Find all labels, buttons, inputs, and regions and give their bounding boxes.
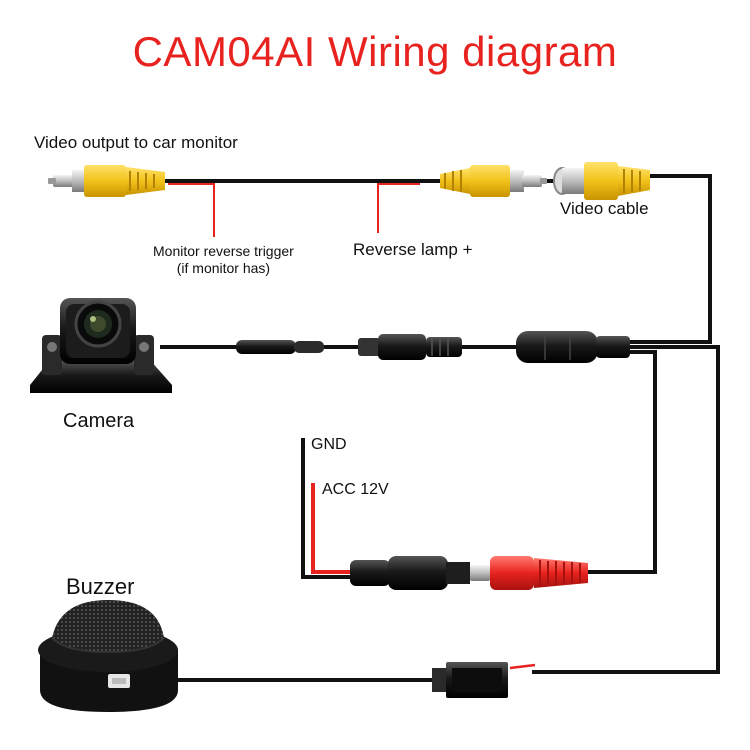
- reverse-lamp-wire: [377, 183, 420, 233]
- connector-icon: [516, 331, 630, 363]
- buzzer-red-wire: [509, 663, 536, 670]
- connector-icon: [358, 334, 462, 360]
- dc-plug-icon: [350, 556, 490, 590]
- dc-socket-icon: [490, 556, 588, 590]
- red-wires: [168, 183, 536, 670]
- video-cable-wire: [628, 174, 712, 344]
- rca-plug-icon: [440, 165, 547, 197]
- buzzer-feed-wire: [532, 345, 720, 674]
- power-feed-wire: [585, 350, 657, 574]
- gnd-wire: [301, 438, 352, 579]
- monitor-trigger-line2: (if monitor has): [176, 260, 271, 276]
- monitor-trigger-line1: Monitor reverse trigger: [153, 243, 294, 259]
- video-output-label: Video output to car monitor: [34, 133, 238, 152]
- camera-label: Camera: [63, 410, 135, 432]
- camera-icon: [30, 298, 172, 393]
- connector-icon: [236, 340, 324, 354]
- buzzer-label: Buzzer: [66, 574, 135, 599]
- acc-label: ACC 12V: [322, 481, 389, 498]
- buzzer-icon: [38, 600, 178, 712]
- wire-network: [160, 174, 720, 682]
- video-cable-label: Video cable: [560, 199, 649, 218]
- rca-socket-icon: [553, 162, 650, 200]
- connector-icon: [432, 662, 508, 698]
- monitor-trigger-wire: [168, 183, 215, 237]
- acc-wire: [311, 483, 352, 574]
- rca-plug-icon: [48, 165, 165, 197]
- diagram-title: CAM04AI Wiring diagram: [132, 28, 618, 75]
- reverse-lamp-label: Reverse lamp +: [353, 240, 473, 259]
- gnd-label: GND: [311, 436, 347, 453]
- monitor-trigger-label: Monitor reverse trigger (if monitor has): [153, 243, 294, 277]
